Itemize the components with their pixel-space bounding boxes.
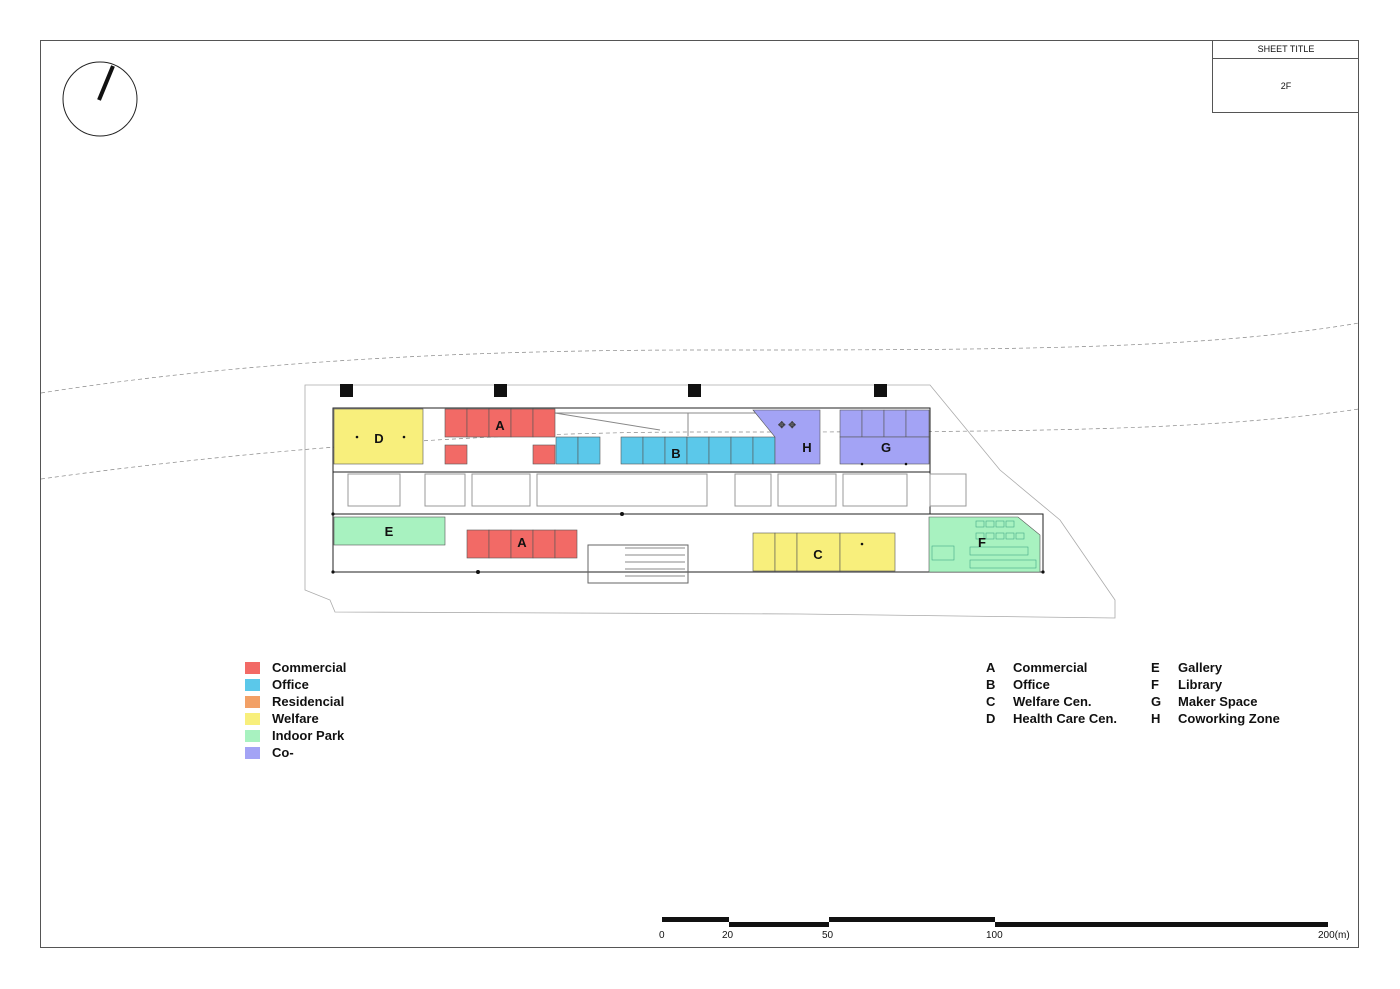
title-block: SHEET TITLE 2F <box>1212 40 1359 113</box>
zone-name: Commercial <box>1013 660 1088 675</box>
plan-label-g: G <box>881 440 891 455</box>
plan-label-f: F <box>978 535 986 550</box>
zone-key-row: H Coworking Zone <box>1151 711 1316 728</box>
zone-key-row: F Library <box>1151 677 1316 694</box>
sheet-border <box>40 40 1359 948</box>
zone-key-row: A Commercial <box>986 660 1151 677</box>
zone-commercial-bottom <box>466 529 578 559</box>
plan-label-h: H <box>802 440 811 455</box>
zone-gallery <box>333 516 446 546</box>
zone-name: Coworking Zone <box>1178 711 1280 726</box>
legend-label: Residencial <box>272 694 345 709</box>
zone-name: Health Care Cen. <box>1013 711 1118 726</box>
scale-label-100: 100 <box>986 930 1003 941</box>
site-outline <box>304 384 1116 619</box>
zone-letter: C <box>986 694 996 709</box>
legend-item: Co- <box>245 744 346 761</box>
sheet-title-value: 2F <box>1280 81 1292 91</box>
zone-name: Office <box>1013 677 1050 692</box>
scale-bar <box>662 917 1328 927</box>
legend-swatch <box>245 678 260 691</box>
zone-health-care <box>333 408 424 465</box>
plan-label-d: D <box>374 431 383 446</box>
zone-key-column-left: A Commercial B Office C Welfare Cen. D Healt… <box>986 660 1151 728</box>
legend-swatch <box>245 661 260 674</box>
scale-label-50: 50 <box>822 930 834 941</box>
site-boundary-lines <box>40 322 1360 480</box>
zone-office <box>555 436 776 465</box>
zone-key-column-right: E Gallery F Library G Maker Space H Coworkin… <box>1151 660 1316 728</box>
zone-letter: E <box>1151 660 1160 675</box>
column-markers <box>331 435 1045 574</box>
zone-name: Welfare Cen. <box>1013 694 1092 709</box>
zone-letter: D <box>986 711 996 726</box>
legend-item: Residencial <box>245 693 346 710</box>
legend-item: Commercial <box>245 659 346 676</box>
zone-letter: B <box>986 677 996 692</box>
legend-item: Office <box>245 676 346 693</box>
zone-library <box>928 516 1041 573</box>
legend-label: Commercial <box>272 660 347 675</box>
legend-label: Indoor Park <box>272 728 345 743</box>
zone-coworking: ✥ ✥ <box>752 409 821 465</box>
zone-key-row: G Maker Space <box>1151 694 1316 711</box>
zone-commercial-top <box>444 408 556 465</box>
building-walls <box>332 407 1044 584</box>
legend-swatch <box>245 746 260 759</box>
plan-label-a-top: A <box>495 418 505 433</box>
zone-letter: G <box>1151 694 1162 709</box>
plan-label-c: C <box>813 547 823 562</box>
legend-swatch <box>245 712 260 725</box>
plan-label-a-bottom: A <box>517 535 527 550</box>
scale-label-200: 200(m) <box>1318 930 1350 941</box>
legend-label: Co- <box>272 745 294 760</box>
zone-key-row: C Welfare Cen. <box>986 694 1151 711</box>
legend-swatch <box>245 729 260 742</box>
zone-name: Library <box>1178 677 1223 692</box>
structural-cores <box>340 384 887 397</box>
plan-label-e: E <box>385 524 394 539</box>
zone-letter: F <box>1151 677 1159 692</box>
zone-letter: A <box>986 660 996 675</box>
plan-zone-labels: D A B H G E A C F <box>374 418 986 562</box>
sheet-title-label: SHEET TITLE <box>1213 40 1359 59</box>
legend-label: Welfare <box>272 711 319 726</box>
zone-welfare <box>752 532 896 572</box>
zone-maker-space <box>839 409 930 465</box>
scale-label-0: 0 <box>659 930 665 941</box>
zone-name: Maker Space <box>1178 694 1258 709</box>
legend-label: Office <box>272 677 309 692</box>
legend-swatch <box>245 695 260 708</box>
zone-key-row: D Health Care Cen. <box>986 711 1151 728</box>
north-arrow-icon <box>62 61 138 137</box>
svg-text:✥ ✥: ✥ ✥ <box>778 421 796 431</box>
zone-key-row: E Gallery <box>1151 660 1316 677</box>
legend-item: Welfare <box>245 710 346 727</box>
zone-name: Gallery <box>1178 660 1223 675</box>
plan-label-b: B <box>671 446 680 461</box>
zone-key-row: B Office <box>986 677 1151 694</box>
legend-item: Indoor Park <box>245 727 346 744</box>
scale-label-20: 20 <box>722 930 734 941</box>
zone-letter: H <box>1151 711 1161 726</box>
color-legend: Commercial Office Residencial Welfare In… <box>245 659 346 761</box>
